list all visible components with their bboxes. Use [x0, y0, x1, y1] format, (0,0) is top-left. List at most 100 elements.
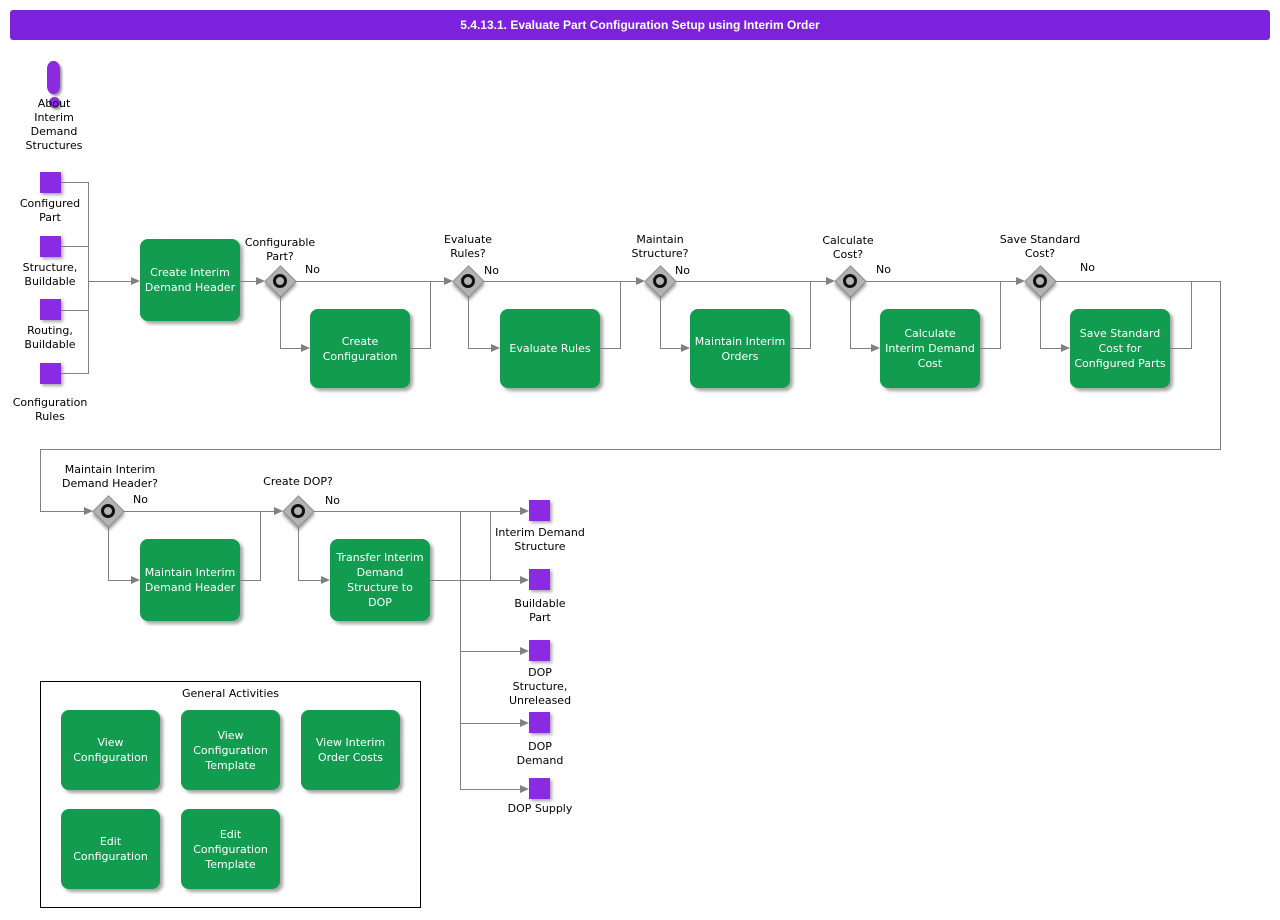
connector [430, 281, 431, 349]
task-calculate-interim-demand-cost[interactable]: Calculate Interim Demand Cost [880, 309, 980, 388]
task-maintain-interim-demand-header[interactable]: Maintain Interim Demand Header [140, 539, 240, 621]
decision-configurable-part-label: Configurable Part? [244, 236, 316, 263]
connector [810, 281, 811, 349]
task-evaluate-rules[interactable]: Evaluate Rules [500, 309, 600, 388]
arrowhead [871, 344, 880, 352]
connector [430, 580, 520, 581]
connector [40, 449, 41, 512]
connector [280, 348, 301, 349]
connector [108, 526, 109, 581]
connector [790, 348, 810, 349]
decision-save-standard-cost [1024, 265, 1057, 298]
connector [660, 348, 681, 349]
connector [88, 281, 131, 282]
gateway-circle-icon [101, 504, 115, 518]
no-label: No [133, 493, 148, 506]
ga-view-configuration-template[interactable]: View Configuration Template [181, 710, 280, 790]
task-create-interim-demand-header[interactable]: Create Interim Demand Header [140, 239, 240, 321]
decision-maintain-interim-demand-header [92, 495, 125, 528]
connector [1055, 281, 1220, 282]
connector [410, 348, 430, 349]
connector [61, 310, 88, 311]
task-transfer-interim-demand-structure-to-dop[interactable]: Transfer Interim Demand Structure to DOP [330, 539, 430, 621]
arrowhead [520, 785, 529, 793]
connector [660, 296, 661, 349]
arrowhead [274, 507, 283, 515]
connector [61, 246, 88, 247]
ga-view-configuration[interactable]: View Configuration [61, 710, 160, 790]
arrowhead [826, 277, 835, 285]
connector [1040, 296, 1041, 349]
input-configuration-rules-label: Configuration Rules [12, 396, 88, 423]
input-structure-buildable-label: Structure, Buildable [22, 261, 78, 288]
connector [260, 511, 261, 581]
connector [675, 281, 826, 282]
decision-maintain-structure [644, 265, 677, 298]
about-exclamation-dot-icon[interactable] [49, 97, 60, 108]
connector [240, 580, 260, 581]
task-save-standard-cost[interactable]: Save Standard Cost for Configured Parts [1070, 309, 1170, 388]
page-title: 5.4.13.1. Evaluate Part Configuration Se… [10, 10, 1270, 40]
decision-create-dop [282, 495, 315, 528]
input-configured-part-label: Configured Part [19, 197, 81, 224]
arrowhead [321, 576, 330, 584]
decision-create-dop-label: Create DOP? [263, 475, 333, 488]
connector [1191, 281, 1192, 349]
no-label: No [325, 494, 340, 507]
connector [600, 348, 620, 349]
arrowhead [84, 507, 93, 515]
decision-maintain-structure-label: Maintain Structure? [631, 233, 689, 260]
ga-edit-configuration-template[interactable]: Edit Configuration Template [181, 809, 280, 889]
arrowhead [1016, 277, 1025, 285]
connector [123, 511, 274, 512]
connector [108, 580, 131, 581]
decision-evaluate-rules [452, 265, 485, 298]
decision-save-standard-cost-label: Save Standard Cost? [999, 233, 1081, 260]
arrowhead [520, 719, 529, 727]
gateway-circle-icon [273, 274, 287, 288]
general-activities-title: General Activities [181, 687, 280, 700]
arrowhead [491, 344, 500, 352]
arrowhead [256, 277, 265, 285]
input-routing-buildable-label: Routing, Buildable [24, 324, 76, 351]
output-dop-structure-unreleased [529, 640, 550, 661]
connector [298, 580, 321, 581]
output-interim-demand-structure-label: Interim Demand Structure [495, 526, 585, 553]
arrowhead [520, 576, 529, 584]
connector [980, 348, 1000, 349]
connector [313, 511, 520, 512]
connector [460, 651, 520, 652]
connector [460, 511, 461, 790]
connector [88, 182, 89, 374]
connector [298, 526, 299, 581]
arrowhead [520, 647, 529, 655]
ga-view-interim-order-costs[interactable]: View Interim Order Costs [301, 710, 400, 790]
gateway-circle-icon [461, 274, 475, 288]
arrowhead [636, 277, 645, 285]
ga-edit-configuration[interactable]: Edit Configuration [61, 809, 160, 889]
arrowhead [681, 344, 690, 352]
output-dop-supply-label: DOP Supply [507, 802, 573, 815]
no-label: No [484, 264, 499, 277]
arrowhead [1061, 344, 1070, 352]
output-dop-demand-label: DOP Demand [516, 740, 564, 767]
decision-maintain-interim-demand-header-label: Maintain Interim Demand Header? [61, 463, 159, 490]
arrowhead [520, 507, 529, 515]
connector [1220, 281, 1221, 450]
task-create-configuration[interactable]: Create Configuration [310, 309, 410, 388]
general-activities-panel [40, 681, 421, 908]
connector [1170, 348, 1191, 349]
decision-calculate-cost-label: Calculate Cost? [822, 234, 874, 261]
no-label: No [1080, 261, 1095, 274]
output-dop-structure-unreleased-label: DOP Structure, Unreleased [508, 666, 572, 707]
about-label[interactable]: About Interim Demand Structures [25, 97, 83, 152]
output-dop-demand [529, 712, 550, 733]
about-exclamation-icon[interactable] [47, 61, 60, 94]
connector [280, 296, 281, 349]
arrowhead [131, 576, 140, 584]
connector [40, 511, 84, 512]
task-maintain-interim-orders[interactable]: Maintain Interim Orders [690, 309, 790, 388]
no-label: No [675, 264, 690, 277]
input-routing-buildable [40, 299, 61, 320]
